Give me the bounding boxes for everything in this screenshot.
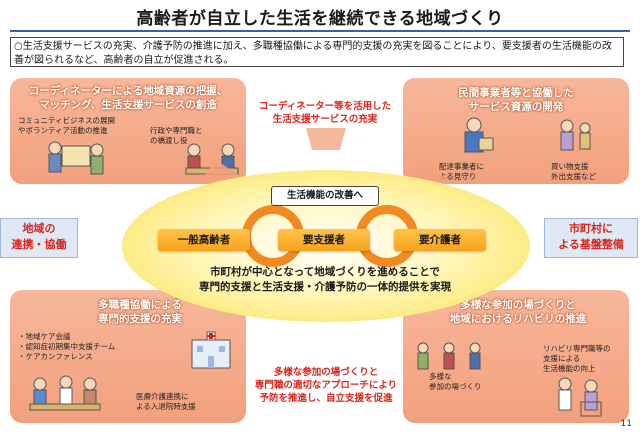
rehab-walker-illustration	[558, 377, 602, 417]
bottom-right-quadrant: 多様な参加の場づくりと 地域におけるリハビリの推進 多様な 参加の場づくり リハ…	[403, 290, 629, 423]
top-left-note-left: コミュニティビジネスの展開 やボランティア活動の推進	[18, 116, 115, 136]
shopping-support-illustration	[560, 119, 591, 151]
kaizen-label: 生活機能の改善へ	[271, 186, 379, 206]
center-text-line2: 専門的支援と生活支援・介護予防の一体的提供を実現	[199, 281, 451, 293]
page-number: 11	[620, 419, 632, 429]
bottom-left-bullet3: ・ケアカンファレンス	[18, 352, 93, 361]
top-left-title: コーディネーターによる地域資源の把握、 マッチング、生活支援サービスの創造	[16, 84, 240, 112]
top-right-note-right-line2: 外出支援など	[551, 172, 596, 181]
bottom-right-note-right-line3: 生活機能の向上	[543, 364, 596, 373]
bottom-left-note-line1: 医療介護連携に	[136, 392, 189, 401]
left-side-line2: 連携・協働	[11, 238, 67, 251]
top-right-title-line1: 民間事業者等と協働した	[458, 87, 574, 99]
top-right-title: 民間事業者等と協働した サービス資源の開発	[409, 86, 623, 114]
right-side-box: 市町村に よる基盤整備	[544, 218, 638, 258]
bottom-right-note-right-line2: 支援による	[543, 354, 581, 363]
bottom-left-title-line2: 専門的支援の充実	[98, 313, 182, 325]
bottom-right-note-left-line1: 多様な	[429, 372, 452, 381]
top-right-note-left-line1: 配達事業者に	[439, 162, 484, 171]
right-side-line2: よる基盤整備	[558, 238, 624, 251]
top-center-red-line1: コーディネーター等を活用した	[258, 101, 392, 112]
hospital-illustration	[191, 331, 231, 369]
bottom-right-note-right: リハビリ専門職等の 支援による 生活機能の向上	[543, 344, 611, 374]
bottom-left-note: 医療介護連携に よる入退院時支援	[136, 392, 196, 412]
bottom-right-title: 多様な参加の場づくりと 地域におけるリハビリの推進	[413, 298, 623, 326]
left-side-box: 地域の 連携・協働	[0, 218, 78, 258]
bottom-left-quadrant: 多職種協働による 専門的支援の充実 ・地域ケア会議 ・認知症初期集中支援チーム …	[10, 290, 246, 423]
top-left-note-right-line1: 行政や専門職と	[150, 126, 203, 135]
bottom-left-bullets: ・地域ケア会議 ・認知症初期集中支援チーム ・ケアカンファレンス	[18, 332, 115, 362]
bottom-left-note-line2: よる入退院時支援	[136, 402, 196, 411]
top-right-title-line2: サービス資源の開発	[468, 101, 564, 113]
top-left-note-right: 行政や専門職と の橋渡し役	[150, 126, 203, 146]
pill-support-required: 要支援者	[278, 229, 370, 251]
title-underline	[10, 30, 630, 32]
bottom-right-note-left-line2: 参加の場づくり	[429, 382, 482, 391]
bottom-right-title-line2: 地域におけるリハビリの推進	[449, 313, 587, 325]
top-left-note-left-line2: やボランティア活動の推進	[18, 126, 108, 135]
top-right-note-right: 買い物支援 外出支援など	[551, 162, 596, 182]
bottom-center-red-line1: 多様な参加の場づくりと	[273, 367, 379, 378]
bottom-left-title-line1: 多職種協働による	[98, 299, 182, 311]
top-left-note-left-line1: コミュニティビジネスの展開	[18, 116, 116, 125]
bottom-right-note-left: 多様な 参加の場づくり	[429, 372, 482, 392]
top-right-note-left: 配達事業者に よる見守り	[439, 162, 484, 182]
delivery-person-illustration	[464, 117, 494, 153]
bottom-left-bullet2: ・認知症初期集中支援チーム	[18, 342, 116, 351]
top-right-note-right-line1: 買い物支援	[551, 162, 589, 171]
bottom-left-bullet1: ・地域ケア会議	[18, 332, 71, 341]
right-side-line1: 市町村に	[569, 222, 613, 235]
care-conference-illustration	[29, 375, 101, 411]
bottom-right-title-line1: 多様な参加の場づくりと	[460, 299, 576, 311]
top-left-title-line2: マッチング、生活支援サービスの創造	[39, 99, 217, 111]
bottom-left-title: 多職種協働による 専門的支援の充実	[50, 298, 230, 326]
bottom-center-red-line2: 専門職の適切なアプローチにより	[254, 380, 398, 391]
center-text: 市町村が中心となって地域づくりを進めることで 専門的支援と生活支援・介護予防の一…	[150, 265, 500, 295]
top-left-note-right-line2: の橋渡し役	[150, 136, 188, 145]
center-text-line1: 市町村が中心となって地域づくりを進めることで	[210, 266, 440, 278]
page-title: 高齢者が自立した生活を継続できる地域づくり	[136, 9, 504, 29]
pill-general-elderly: 一般高齢者	[158, 229, 250, 251]
top-right-quadrant: 民間事業者等と協働した サービス資源の開発 配達事業者に よる見守り 買い物支援…	[403, 78, 629, 184]
people-carrying-box-illustration	[48, 141, 104, 175]
bottom-center-red-note: 多様な参加の場づくりと 専門職の適切なアプローチにより 予防を推進し、自立支援を…	[238, 366, 414, 405]
intro-text: ○生活支援サービスの充実、介護予防の推進に加え、多職種協働による専門的支援の充実…	[10, 37, 624, 67]
top-center-red-note: コーディネーター等を活用した 生活支援サービスの充実	[246, 100, 404, 126]
top-right-note-left-line2: よる見守り	[439, 172, 477, 181]
pill-care-required: 要介護者	[394, 229, 486, 251]
elderly-exercise-illustration	[417, 342, 481, 370]
left-side-line1: 地域の	[22, 222, 56, 235]
top-center-red-line2: 生活支援サービスの充実	[272, 114, 378, 125]
top-left-title-line1: コーディネーターによる地域資源の把握、	[28, 85, 228, 97]
bottom-center-red-line3: 予防を推進し、自立支援を促進	[259, 393, 393, 404]
bottom-right-note-right-line1: リハビリ専門職等の	[543, 344, 611, 353]
